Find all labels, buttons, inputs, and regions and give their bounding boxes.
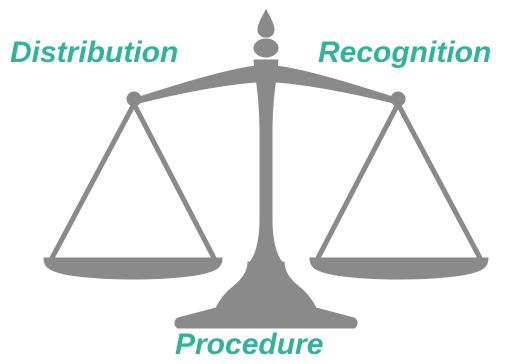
scale-column <box>248 59 284 263</box>
left-pan-string-right <box>131 101 217 261</box>
label-procedure: Procedure <box>175 328 324 361</box>
label-distribution: Distribution <box>10 36 179 69</box>
left-pan <box>43 257 223 280</box>
scale-base <box>174 261 358 329</box>
scale-finial-knob <box>253 38 279 58</box>
scale-finial <box>257 8 275 38</box>
left-pan-string-left <box>49 101 137 261</box>
right-pan-string-left <box>315 101 401 261</box>
right-pan-string-right <box>395 101 483 261</box>
right-pan <box>309 257 489 280</box>
label-recognition: Recognition <box>318 36 492 69</box>
